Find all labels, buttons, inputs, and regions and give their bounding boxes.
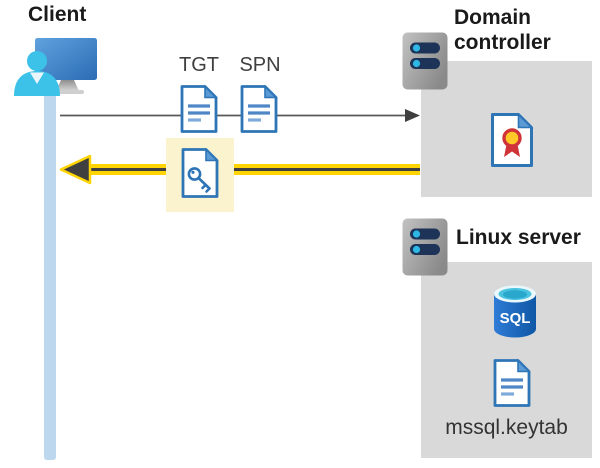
spn-document-icon [240, 84, 278, 133]
person-icon [14, 51, 60, 96]
sql-database-icon: SQL [494, 285, 536, 338]
client-label: Client [28, 3, 87, 26]
keytab-document-icon [493, 358, 531, 407]
domain-controller-label: Domain controller [454, 6, 551, 54]
spn-label: SPN [239, 54, 281, 76]
tgt-document-icon [180, 84, 218, 133]
domain-controller-server-icon [402, 32, 448, 90]
sql-label: SQL [500, 310, 531, 327]
request-arrow [60, 109, 420, 122]
tgt-label: TGT [179, 54, 219, 76]
keytab-label: mssql.keytab [445, 416, 568, 439]
client-lifeline [44, 88, 56, 460]
key-glyph [187, 167, 211, 193]
certificate-icon [491, 112, 534, 167]
monitor-base [54, 90, 84, 94]
client-user-monitor-icon [14, 38, 97, 96]
response-arrow [59, 154, 420, 185]
linux-server-icon [402, 218, 448, 276]
monitor-screen [35, 38, 97, 80]
monitor-stand [56, 80, 79, 91]
key-ticket-icon [181, 147, 219, 198]
linux-server-label: Linux server [456, 226, 581, 249]
